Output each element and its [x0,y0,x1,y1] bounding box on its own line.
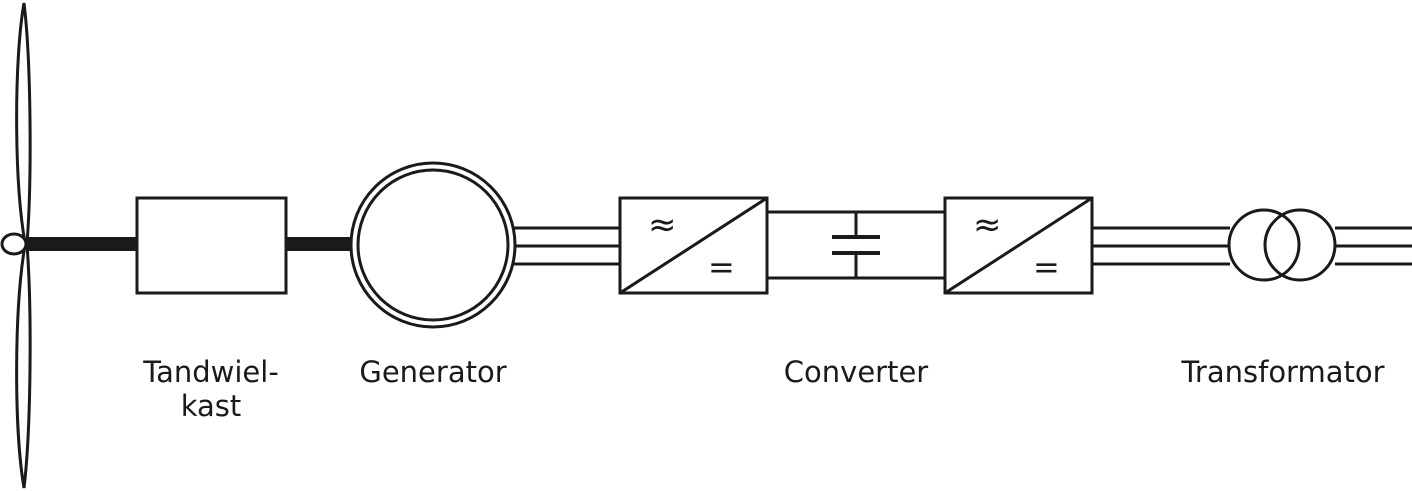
converter-label: Converter [783,355,929,389]
transformer-label: Transformator [1181,355,1385,389]
gearbox-label-line1: Tandwiel- [143,355,279,389]
inverter-block [943,196,1094,295]
cable-grid-output [1335,226,1412,266]
inverter-dc-symbol: = [1033,248,1060,286]
rectifier-dc-symbol: = [708,248,735,286]
generator-inner-ring [356,168,510,322]
inverter-ac-symbol: ≈ [973,205,1002,245]
rectifier-ac-symbol: ≈ [648,205,677,245]
gearbox-label: Tandwiel- kast [131,355,291,423]
gearbox-label-line2: kast [180,389,242,423]
dc-link [767,210,945,280]
rectifier-block [618,196,769,295]
rotor-blade-top [15,2,32,245]
gearbox-output-shaft [286,237,351,251]
generator-label: Generator [359,355,507,389]
rotor-hub [0,232,28,256]
rotor-icon [0,2,32,489]
cable-generator-converter [514,226,620,266]
main-shaft [26,237,137,251]
transformer-icon [1227,208,1337,282]
cable-converter-transformer [1092,226,1230,266]
gearbox-block [135,196,288,295]
rotor-blade-bottom [15,243,32,489]
generator-icon [349,161,517,329]
generator-outer-ring [349,161,517,329]
